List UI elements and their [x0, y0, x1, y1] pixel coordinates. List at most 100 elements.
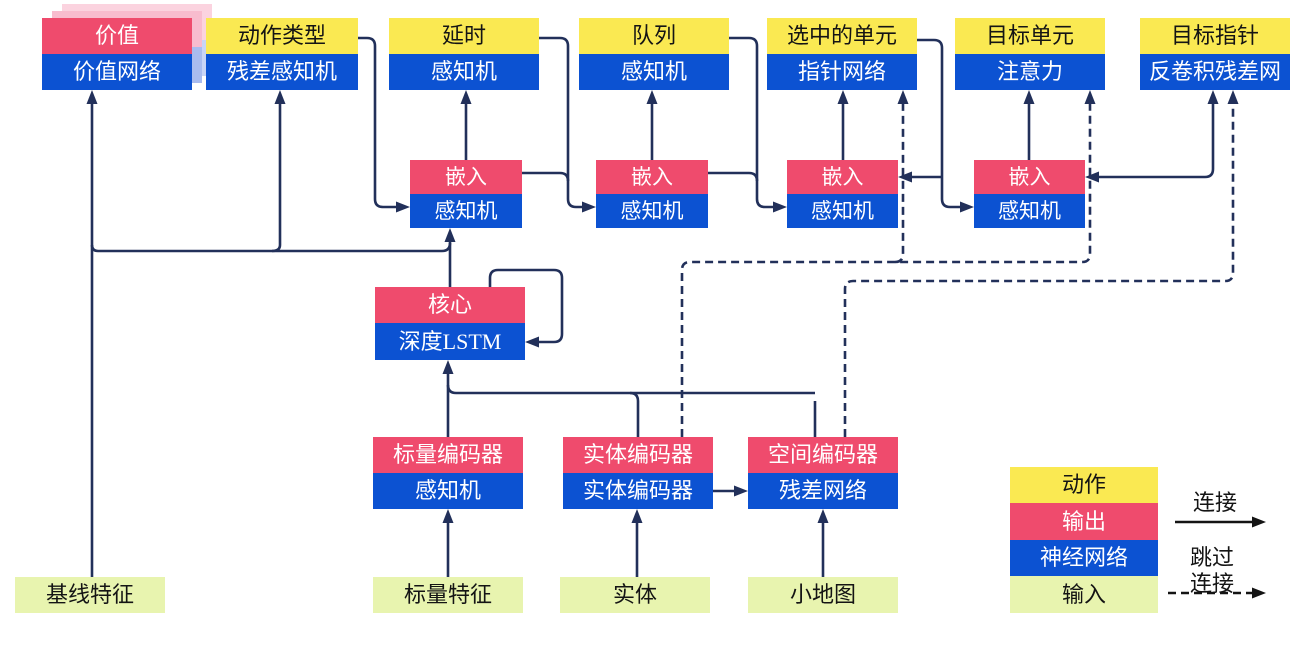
- node-target-unit: 目标单元 注意力: [955, 18, 1105, 90]
- legend-skip-label-line1: 跳过: [1189, 545, 1234, 570]
- entity-encoder-network-label: 实体编码器: [563, 473, 713, 509]
- connector-queue-to-embed3: [729, 36, 775, 209]
- node-action-type: 动作类型 残差感知机: [206, 18, 358, 90]
- arrowhead: [734, 485, 748, 497]
- arrowhead: [274, 90, 286, 104]
- arrowhead: [442, 509, 454, 523]
- arrowhead: [898, 171, 912, 183]
- action-type-network-label: 残差感知机: [206, 54, 358, 90]
- entities-label: 实体: [560, 577, 710, 613]
- arrowhead: [897, 90, 909, 104]
- node-target-point: 目标指针 反卷积残差网: [1140, 18, 1290, 90]
- arrowhead: [86, 90, 98, 104]
- legend-network-label: 神经网络: [1010, 540, 1158, 576]
- selected-units-network-label: 指针网络: [767, 54, 917, 90]
- spatial-encoder-network-label: 残差网络: [748, 473, 898, 509]
- node-embedding-3: 嵌入 感知机: [787, 160, 898, 228]
- arrowhead: [1252, 516, 1266, 528]
- core-label: 核心: [375, 287, 525, 323]
- connector-delay-to-embed2: [539, 36, 584, 209]
- embedding-2-label: 嵌入: [596, 160, 708, 194]
- legend-action-label: 动作: [1010, 467, 1158, 503]
- delay-label: 延时: [389, 18, 539, 54]
- connector-core-self-loop: [488, 268, 564, 344]
- value-output-label: 价值: [42, 18, 192, 54]
- connector-core-left-branch: [90, 242, 452, 253]
- skip-spatialenc-to-targetpoint: [843, 100, 1235, 437]
- arrowhead: [1023, 90, 1035, 104]
- embedding-2-network-label: 感知机: [596, 194, 708, 228]
- queue-network-label: 感知机: [579, 54, 729, 90]
- delay-network-label: 感知机: [389, 54, 539, 90]
- arrowhead: [817, 509, 829, 523]
- queue-label: 队列: [579, 18, 729, 54]
- arrowhead: [960, 201, 974, 213]
- arrowhead: [1085, 171, 1099, 183]
- connector-embed2-merge: [708, 171, 759, 182]
- scalar-encoder-label: 标量编码器: [373, 437, 523, 473]
- solid-connectors: [90, 36, 1215, 577]
- spatial-encoder-label: 空间编码器: [748, 437, 898, 473]
- arrowhead: [1207, 90, 1219, 104]
- node-entity-encoder: 实体编码器 实体编码器: [563, 437, 713, 509]
- connector-actiontype-to-embed1: [358, 36, 398, 209]
- arrowhead: [582, 201, 596, 213]
- node-minimap: 小地图: [748, 577, 898, 613]
- legend-solid-connection-label: 连接: [1192, 490, 1237, 515]
- action-type-label: 动作类型: [206, 18, 358, 54]
- arrowhead: [1227, 90, 1239, 104]
- node-core: 核心 深度LSTM: [375, 287, 525, 360]
- connector-selected-to-embed4: [917, 38, 962, 209]
- selected-units-label: 选中的单元: [767, 18, 917, 54]
- node-queue: 队列 感知机: [579, 18, 729, 90]
- node-embedding-4: 嵌入 感知机: [974, 160, 1085, 228]
- skip-entityenc-to-targetunit: [680, 100, 1092, 437]
- entity-encoder-label: 实体编码器: [563, 437, 713, 473]
- connector-embed1-merge: [522, 171, 570, 182]
- node-entities: 实体: [560, 577, 710, 613]
- node-selected-units: 选中的单元 指针网络: [767, 18, 917, 90]
- scalar-features-label: 标量特征: [373, 577, 523, 613]
- embedding-3-label: 嵌入: [787, 160, 898, 194]
- legend-input-label: 输入: [1010, 576, 1158, 613]
- node-spatial-encoder: 空间编码器 残差网络: [748, 437, 898, 509]
- arrowhead: [631, 509, 643, 523]
- connector-encoder-merge-horizontal: [446, 384, 815, 395]
- embedding-1-network-label: 感知机: [410, 194, 522, 228]
- arrowhead: [773, 201, 787, 213]
- target-point-label: 目标指针: [1140, 18, 1290, 54]
- skip-entityenc-to-selected: [894, 100, 905, 264]
- legend-color-stack: 动作 输出 神经网络 输入: [1010, 467, 1158, 613]
- minimap-label: 小地图: [748, 577, 898, 613]
- target-point-network-label: 反卷积残差网: [1140, 54, 1290, 90]
- arrowhead: [1084, 90, 1096, 104]
- node-baseline-features: 基线特征: [15, 577, 165, 613]
- arrowhead: [444, 228, 456, 242]
- embedding-4-network-label: 感知机: [974, 194, 1085, 228]
- core-network-label: 深度LSTM: [375, 323, 525, 360]
- arrowhead: [525, 336, 539, 348]
- scalar-encoder-network-label: 感知机: [373, 473, 523, 509]
- value-network-label: 价值网络: [42, 54, 192, 90]
- embedding-3-network-label: 感知机: [787, 194, 898, 228]
- node-embedding-2: 嵌入 感知机: [596, 160, 708, 228]
- connector-entityenc-riser: [629, 391, 640, 437]
- target-unit-label: 目标单元: [955, 18, 1105, 54]
- node-embedding-1: 嵌入 感知机: [410, 160, 522, 228]
- arrowhead: [396, 201, 410, 213]
- connector-branch-to-actiontype: [271, 99, 282, 253]
- node-scalar-features: 标量特征: [373, 577, 523, 613]
- arrowhead: [442, 360, 454, 374]
- legend-output-label: 输出: [1010, 503, 1158, 540]
- arrowhead: [646, 90, 658, 104]
- arrowhead: [460, 90, 472, 104]
- dashed-connectors: [680, 100, 1235, 437]
- arrowhead: [837, 90, 849, 104]
- node-delay: 延时 感知机: [389, 18, 539, 90]
- connector-embed4-to-targetpoint: [1097, 99, 1215, 179]
- arrowhead: [1252, 587, 1266, 599]
- target-unit-network-label: 注意力: [955, 54, 1105, 90]
- node-value: 价值 价值网络: [42, 4, 212, 90]
